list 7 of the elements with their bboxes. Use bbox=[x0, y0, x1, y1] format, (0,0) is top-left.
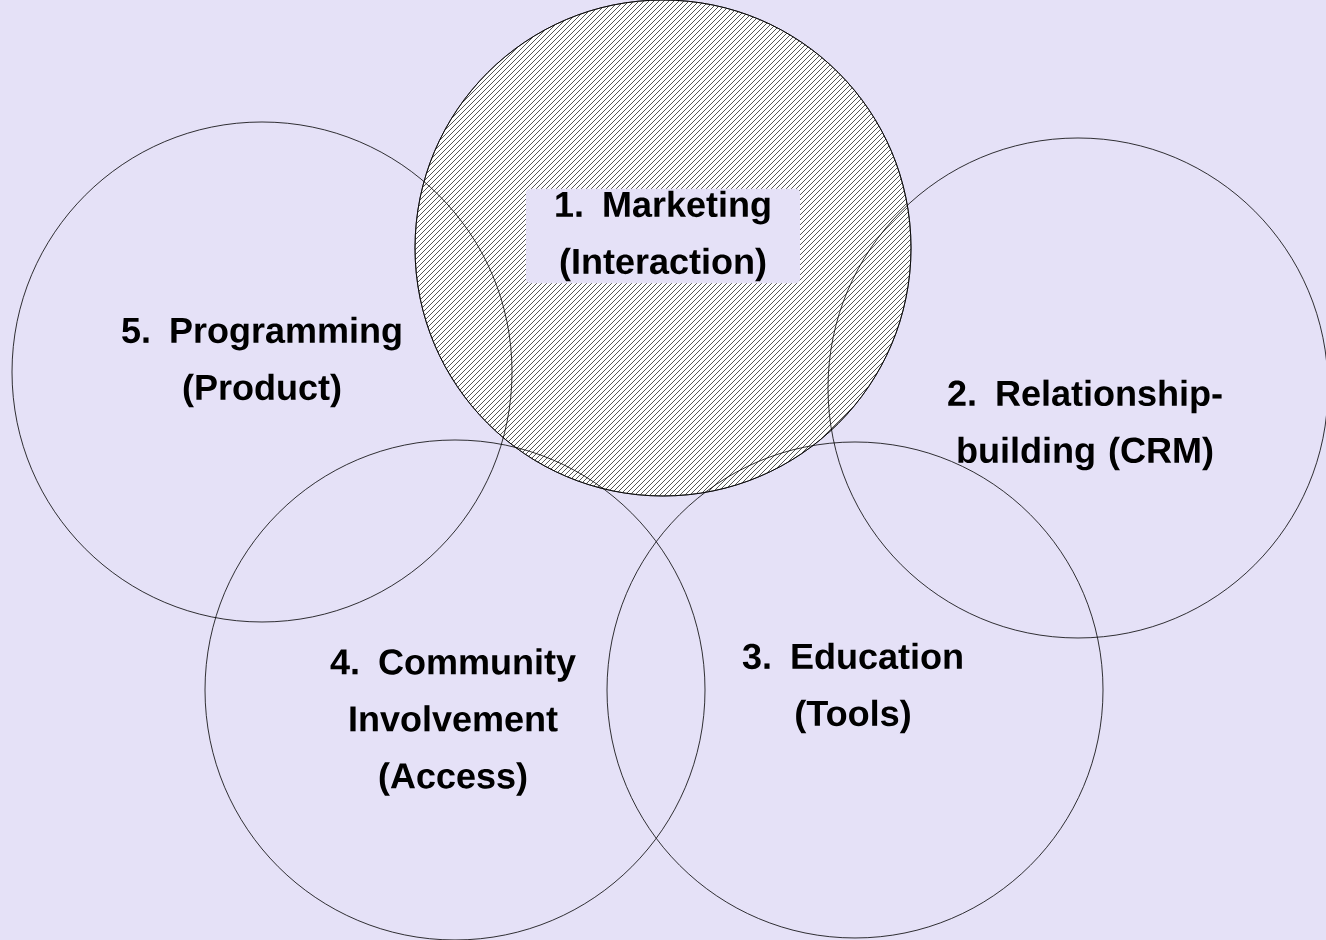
circle-label: 4. Community Involvement (Access) bbox=[330, 648, 576, 796]
circle-label: 2. Relationship-building (CRM) bbox=[948, 379, 1222, 471]
circle bbox=[11, 121, 513, 623]
circle-label: 1. Marketing (Interaction) bbox=[526, 188, 800, 284]
circle bbox=[204, 439, 706, 940]
circle-label: 5. Programming (Product) bbox=[122, 316, 401, 408]
circle-label: 3. Education (Tools) bbox=[742, 642, 962, 734]
